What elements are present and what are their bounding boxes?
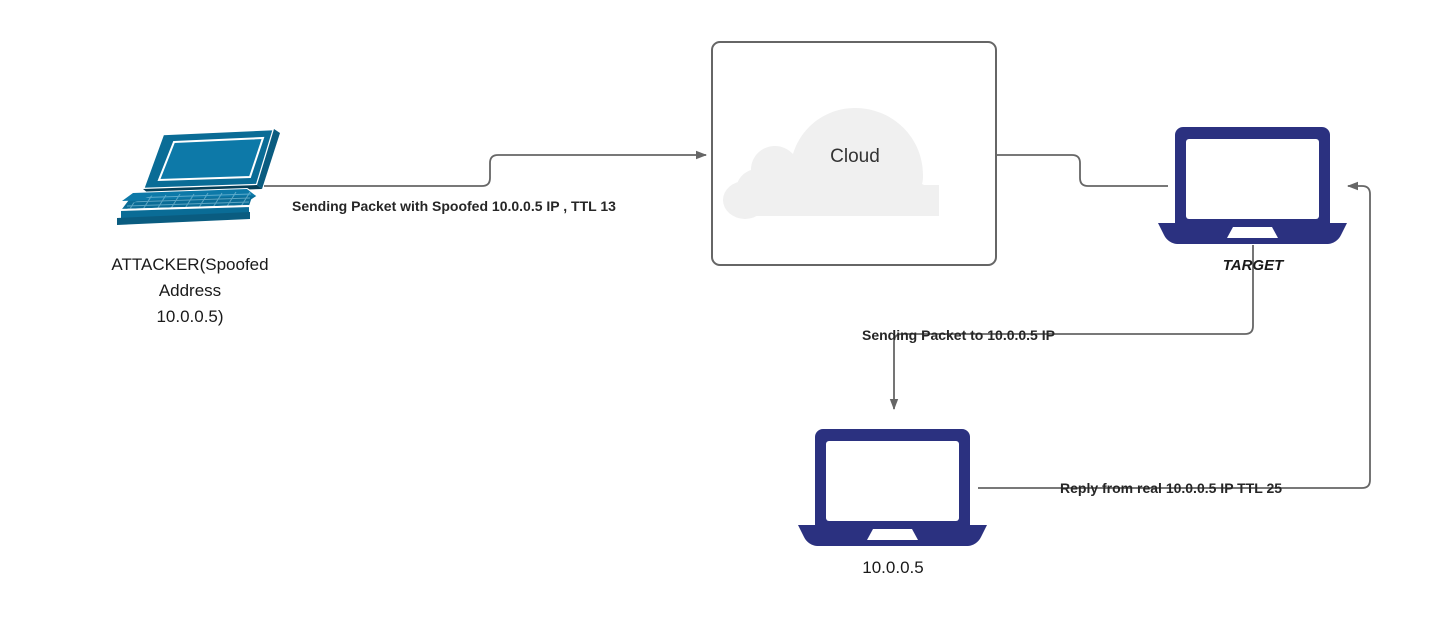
node-target-label: TARGET: [1223, 257, 1285, 274]
node-attacker-label-line-3: 10.0.0.5): [156, 307, 223, 326]
node-attacker[interactable]: ATTACKER(Spoofed Address 10.0.0.5): [111, 127, 280, 326]
edge-victim-to-target[interactable]: Reply from real 10.0.0.5 IP TTL 25: [978, 181, 1371, 496]
edge-label-attacker-to-cloud: Sending Packet with Spoofed 10.0.0.5 IP …: [292, 198, 616, 214]
edge-target-to-victim-line: [889, 245, 1254, 410]
laptop-front-icon: [1158, 127, 1347, 244]
cloud-icon: [723, 108, 939, 219]
edge-target-to-victim[interactable]: Sending Packet to 10.0.0.5 IP: [862, 245, 1254, 410]
edge-attacker-to-cloud[interactable]: Sending Packet with Spoofed 10.0.0.5 IP …: [264, 150, 707, 214]
laptop-front-icon: [798, 429, 987, 546]
edge-cloud-to-target[interactable]: [996, 154, 1168, 187]
edge-victim-to-target-line: [978, 181, 1371, 489]
node-victim[interactable]: 10.0.0.5: [798, 429, 987, 577]
edge-attacker-to-cloud-line: [264, 150, 707, 187]
node-cloud-label: Cloud: [830, 146, 880, 167]
node-attacker-label-line-2: Address: [159, 281, 221, 300]
node-victim-label: 10.0.0.5: [862, 558, 923, 577]
edge-label-victim-to-target: Reply from real 10.0.0.5 IP TTL 25: [1060, 480, 1282, 496]
edge-label-target-to-victim: Sending Packet to 10.0.0.5 IP: [862, 327, 1055, 343]
laptop-3d-icon: [117, 127, 280, 226]
node-cloud[interactable]: Cloud: [711, 41, 997, 266]
node-attacker-label-line-1: ATTACKER(Spoofed: [111, 255, 268, 274]
node-target[interactable]: TARGET: [1158, 127, 1347, 274]
edge-cloud-to-target-line: [996, 154, 1168, 187]
